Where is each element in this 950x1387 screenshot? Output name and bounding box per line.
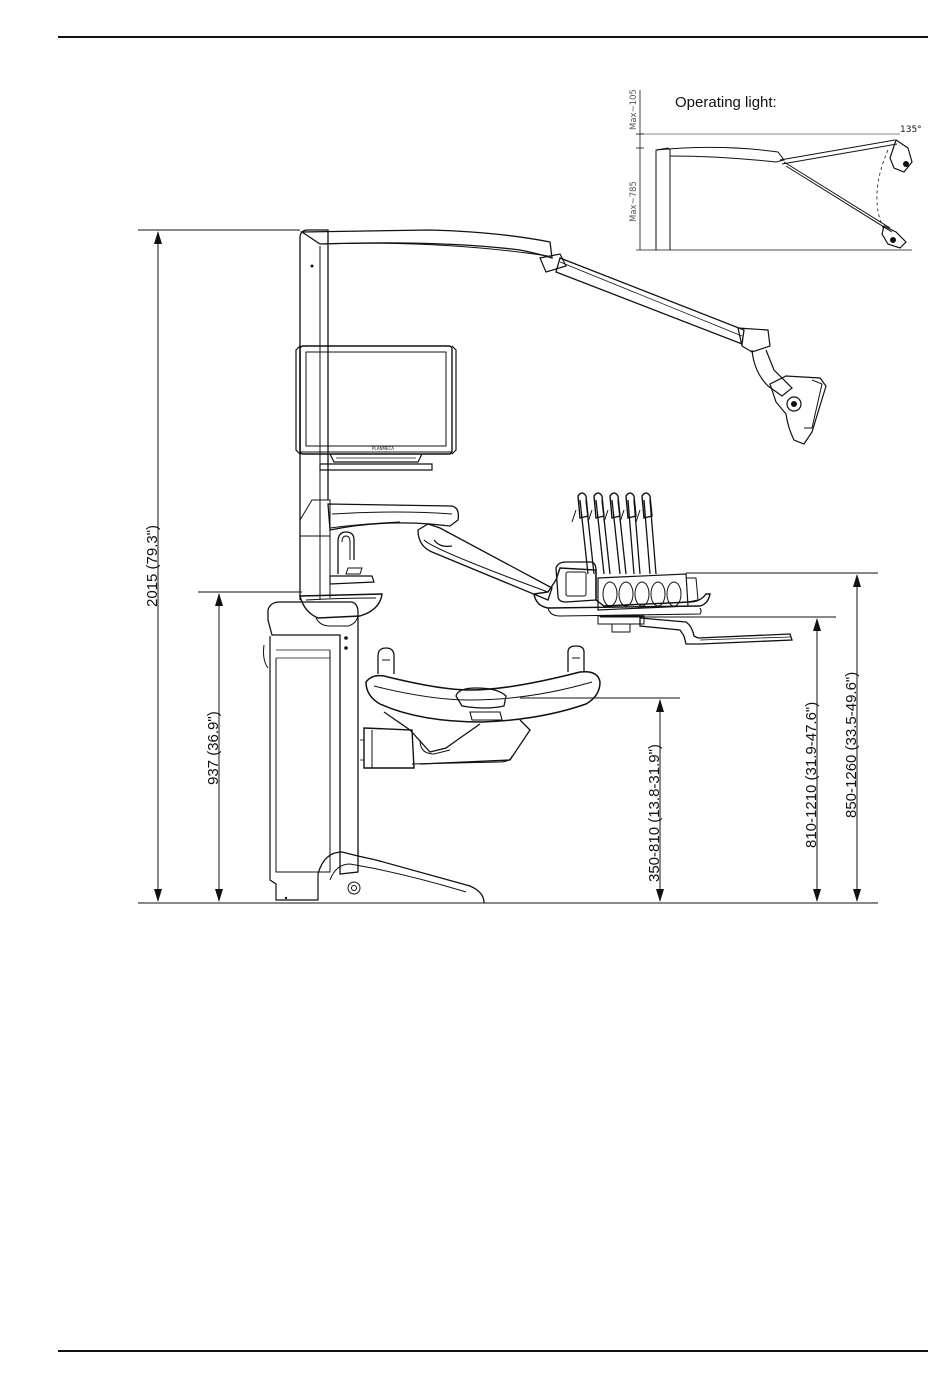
dim-basin-height-label: 937 (36.9") [205,711,222,785]
dim-tray-height-label: 810-1210 (31.9-47.6") [803,702,820,848]
operating-light-inset: Operating light: Max~105 Max~785 135° [629,89,922,250]
dim-instrument-height-label: 850-1260 (33.5-49.6") [843,672,860,818]
spittoon-basin [300,532,382,626]
operating-light-arm [302,230,826,444]
patient-chair [360,646,600,768]
dim-instrument-height: 850-1260 (33.5-49.6") [686,573,878,902]
dim-chair-height-label: 350-810 (13.8-31.9") [646,744,663,882]
inset-title: Operating light: [675,94,777,111]
dim-tray-height: 810-1210 (31.9-47.6") [600,617,836,902]
unit-cabinet [264,602,485,903]
dim-chair-height: 350-810 (13.8-31.9") [520,698,680,902]
dim-total-height-label: 2015 (79.3") [144,525,161,607]
inset-max-lower: Max~785 [629,181,639,222]
unit-column [300,230,330,600]
inset-angle-label: 135° [900,125,922,135]
monitor-brand: PLANMECA [372,446,394,451]
assistant-shelf [328,504,458,530]
instrument-delivery-arm [418,524,552,600]
instrument-tray [534,493,792,644]
dim-basin-height: 937 (36.9") [198,592,302,902]
inset-max-upper: Max~105 [629,89,639,130]
